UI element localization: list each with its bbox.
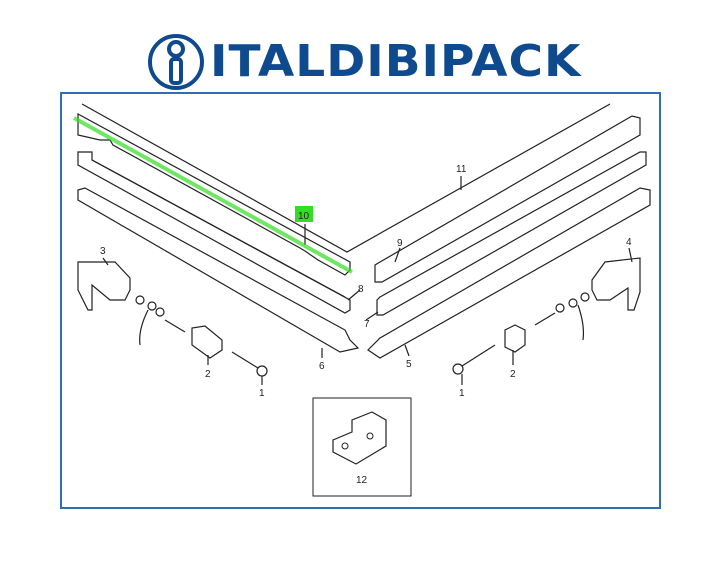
label-part-6: 6 [319,361,325,372]
label-part-4: 4 [626,237,632,248]
part-9-rail [374,115,641,283]
diagram-frame [60,92,661,509]
label-part-11: 11 [456,164,467,175]
label-part-1-left: 1 [259,388,265,399]
part-2-block-left [191,325,223,359]
part-6-angle [77,187,360,353]
part-3-bracket [77,261,131,311]
part-10-highlight [73,116,353,274]
label-part-10: 10 [298,211,310,222]
label-part-2-left: 2 [205,369,211,380]
part-10-rail [77,112,351,276]
label-part-2-right: 2 [510,369,516,380]
label-part-5: 5 [406,359,412,370]
part-2-block-right [504,324,526,353]
logo-text: ITALDIBIPACK [210,36,582,87]
part-1-bolt-right [461,344,496,367]
label-part-9: 9 [397,238,403,249]
part-8-channel [77,151,351,314]
part-7-channel [376,151,647,316]
logo-emblem-icon [148,34,204,90]
part-4-bracket [591,257,641,311]
label-part-7: 7 [364,319,370,330]
label-part-8: 8 [358,284,364,295]
part-5-angle [367,187,651,359]
part-1-bolt-left [231,351,259,369]
label-part-3: 3 [100,246,106,257]
part-11-outline [81,103,611,253]
part-12-block [332,411,387,465]
italdibipack-logo: ITALDIBIPACK [146,32,580,92]
label-part-1-right: 1 [459,388,465,399]
label-part-12: 12 [356,475,368,486]
part-12-inset [312,397,412,497]
